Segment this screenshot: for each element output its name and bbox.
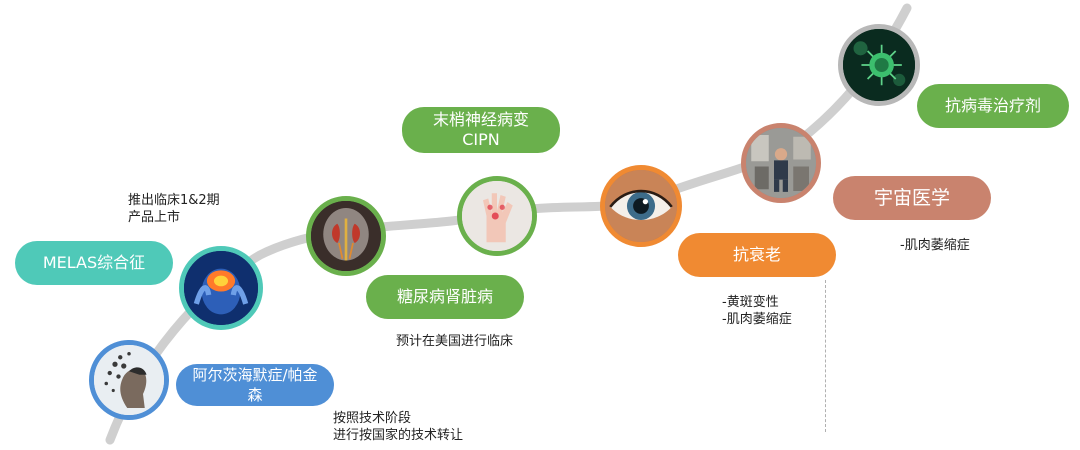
dashed-divider [825, 280, 826, 432]
space-medicine-image-node [741, 123, 821, 203]
numb-hand-icon [462, 181, 532, 251]
alzheimer-label: 阿尔茨海默症/帕金森 [176, 364, 334, 406]
space-medicine-note: -肌肉萎缩症 [900, 238, 970, 253]
alzheimer-image-node [89, 340, 169, 420]
anti-aging-label: 抗衰老 [678, 233, 836, 277]
melas-image-node [179, 246, 263, 330]
melas-note-1: 推出临床1&2期 [128, 193, 220, 208]
kidney-anatomy-icon [311, 201, 381, 271]
cipn-label: 末梢神经病变 CIPN [402, 107, 560, 153]
alzheimer-note-1: 按照技术阶段 [333, 411, 412, 426]
virus-icon [843, 29, 915, 101]
diabetic-kidney-image-node [306, 196, 386, 276]
astronaut-icon [746, 128, 816, 198]
melas-note-2: 产品上市 [128, 210, 181, 225]
space-medicine-label: 宇宙医学 [833, 176, 991, 220]
melas-label: MELAS综合征 [15, 241, 173, 285]
diabetic-kidney-label: 糖尿病肾脏病 [366, 275, 524, 319]
alzheimer-note-2: 进行按国家的技术转让 [333, 428, 464, 443]
eye-icon [605, 170, 677, 242]
anti-aging-note-2: -肌肉萎缩症 [722, 312, 792, 327]
brain-headache-icon [184, 251, 258, 325]
antiviral-label: 抗病毒治疗剂 [917, 84, 1069, 128]
cipn-image-node [457, 176, 537, 256]
anti-aging-note-1: -黄斑变性 [722, 295, 779, 310]
cipn-label-line1: 末梢神经病变 [432, 110, 529, 129]
cipn-label-line2: CIPN [462, 130, 500, 149]
head-dissolving-icon [94, 345, 164, 415]
diabetic-kidney-note: 预计在美国进行临床 [396, 334, 514, 349]
anti-aging-image-node [600, 165, 682, 247]
antiviral-image-node [838, 24, 920, 106]
